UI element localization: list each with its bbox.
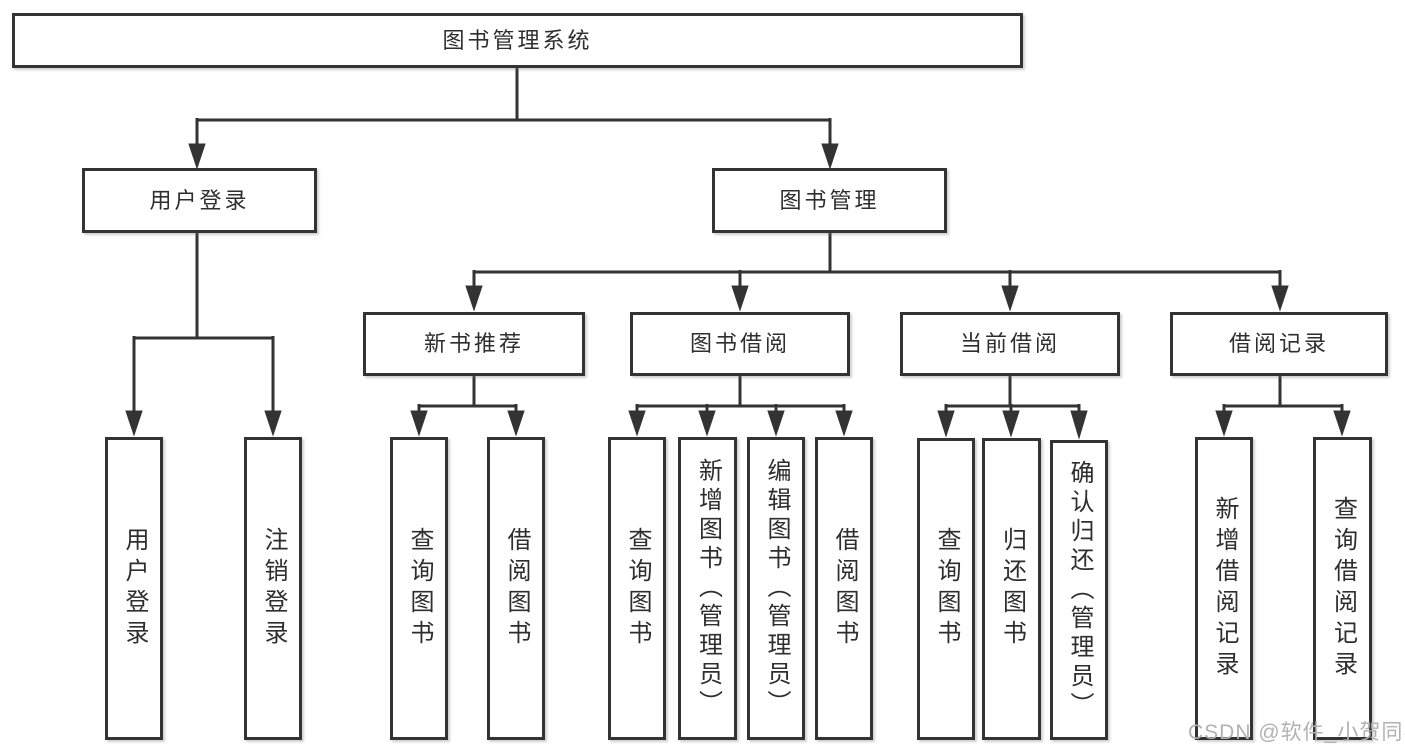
leaf-current-query-books: 查询图书 (917, 438, 975, 740)
leaf-current-return-books: 归还图书 (982, 438, 1041, 740)
leaf-borrow-edit-books-admin-label: 编辑图书（管理员） (763, 458, 790, 719)
edge-user-login-to-leaves (125, 232, 282, 437)
leaf-recommend-borrow-books: 借阅图书 (487, 437, 545, 740)
leaf-current-return-books-label: 归还图书 (998, 527, 1026, 651)
leaf-borrow-query-books-label: 查询图书 (624, 526, 651, 651)
node-new-book-recommend: 新书推荐 (363, 312, 585, 376)
node-borrow-records: 借阅记录 (1170, 312, 1388, 376)
node-book-borrow: 图书借阅 (630, 312, 850, 376)
leaf-recommend-query-books-label: 查询图书 (406, 526, 433, 651)
edge-root-to-level1 (188, 66, 839, 170)
leaf-borrow-add-books-admin: 新增图书（管理员） (678, 437, 737, 740)
leaf-records-add-record-label: 新增借阅记录 (1211, 495, 1238, 682)
node-borrow-records-label: 借阅记录 (1228, 331, 1329, 356)
node-book-borrow-label: 图书借阅 (689, 331, 790, 356)
node-new-book-recommend-label: 新书推荐 (423, 331, 524, 356)
leaf-borrow-borrow-books: 借阅图书 (815, 437, 873, 740)
leaf-recommend-borrow-books-label: 借阅图书 (503, 526, 530, 651)
leaf-borrow-query-books: 查询图书 (608, 437, 666, 740)
leaf-current-confirm-return-admin: 确认归还（管理员） (1050, 440, 1108, 740)
leaf-borrow-edit-books-admin: 编辑图书（管理员） (747, 437, 805, 740)
leaf-records-add-record: 新增借阅记录 (1195, 437, 1253, 740)
leaf-records-query-record: 查询借阅记录 (1313, 437, 1372, 740)
edge-recommend-to-leaves (410, 375, 525, 437)
edge-book-management-to-level2 (465, 232, 1289, 312)
node-root-label: 图书管理系统 (442, 27, 593, 53)
node-book-management-label: 图书管理 (779, 187, 880, 213)
node-book-management: 图书管理 (712, 168, 947, 233)
node-root: 图书管理系统 (12, 13, 1023, 68)
edge-borrow-to-leaves (628, 375, 853, 437)
leaf-user-login-label: 用户登录 (121, 526, 148, 651)
leaf-borrow-borrow-books-label: 借阅图书 (831, 526, 858, 651)
leaf-records-query-record-label: 查询借阅记录 (1329, 495, 1357, 682)
node-user-login: 用户登录 (82, 168, 317, 233)
edge-records-to-leaves (1215, 375, 1351, 437)
leaf-logout-label: 注销登录 (260, 526, 287, 651)
node-current-borrow: 当前借阅 (900, 312, 1120, 376)
leaf-recommend-query-books: 查询图书 (390, 437, 448, 740)
leaf-current-query-books-label: 查询图书 (933, 527, 960, 651)
node-current-borrow-label: 当前借阅 (959, 331, 1060, 356)
leaf-logout: 注销登录 (244, 437, 302, 740)
csdn-watermark: CSDN @软件_小贺同学 (1188, 721, 1405, 744)
leaf-current-confirm-return-admin-label: 确认归还（管理员） (1066, 459, 1093, 721)
leaf-user-login: 用户登录 (105, 437, 163, 740)
node-user-login-label: 用户登录 (149, 187, 250, 213)
leaf-borrow-add-books-admin-label: 新增图书（管理员） (694, 458, 722, 719)
edge-current-to-leaves (937, 376, 1088, 440)
